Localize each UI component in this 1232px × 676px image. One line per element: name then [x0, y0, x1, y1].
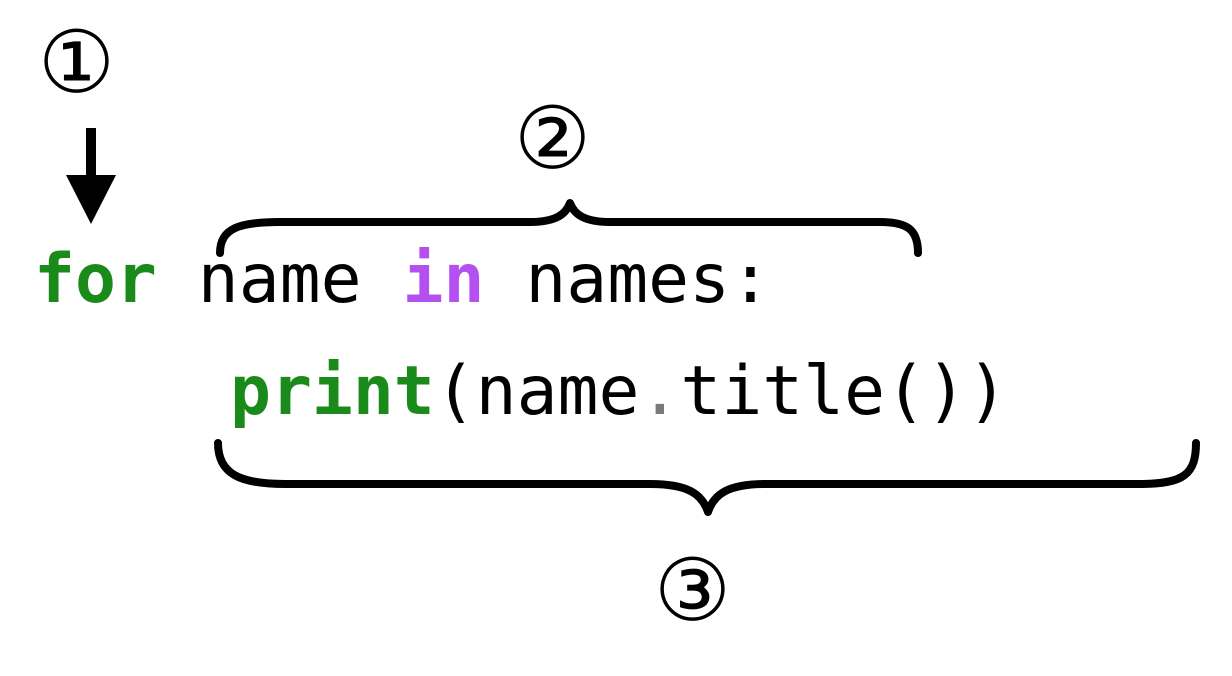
method-call: title() — [680, 352, 967, 431]
open-paren: ( — [434, 352, 476, 431]
down-arrow-icon — [66, 128, 116, 224]
keyword-for: for — [34, 240, 157, 319]
bottom-brace — [214, 439, 1200, 516]
keyword-in: in — [402, 240, 485, 319]
code-line-print: print(name.title()) — [230, 358, 1008, 426]
dot-operator: . — [639, 352, 681, 431]
object-name: name — [475, 352, 640, 431]
space — [157, 240, 198, 319]
loop-variable: name — [197, 240, 362, 319]
close-paren: ) — [966, 352, 1008, 431]
top-brace — [216, 199, 922, 257]
marker-1: ① — [38, 13, 116, 113]
iterable: names: — [525, 240, 771, 319]
space — [362, 240, 403, 319]
marker-2: ② — [514, 89, 592, 189]
code-line-for-loop: for name in names: — [34, 246, 771, 314]
marker-3: ③ — [654, 541, 732, 641]
function-print: print — [230, 352, 435, 431]
space — [484, 240, 525, 319]
